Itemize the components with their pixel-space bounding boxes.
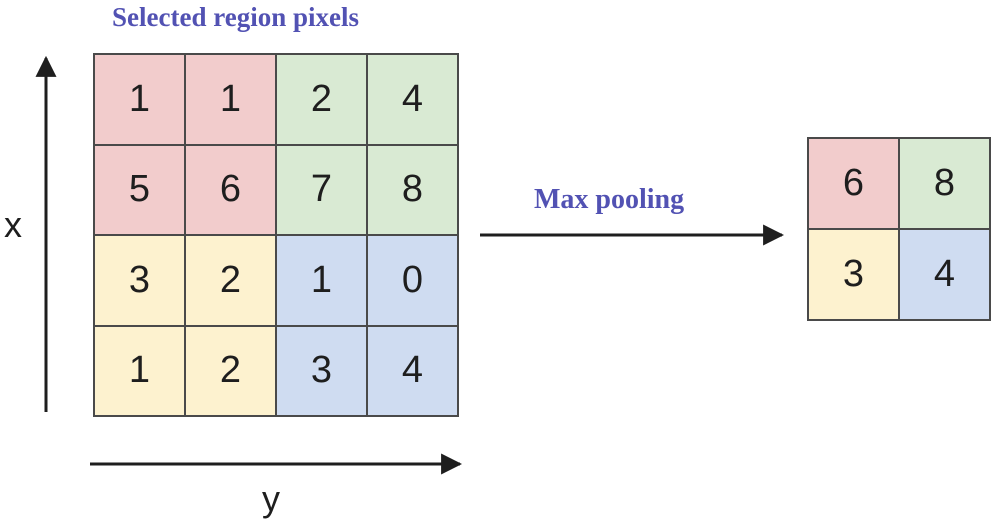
input-cell-r3-c1: 3	[94, 235, 185, 326]
input-cell-r4-c2: 2	[185, 325, 276, 416]
input-cell-r2-c1: 5	[94, 144, 185, 235]
max-pooling-label: Max pooling	[534, 184, 685, 215]
input-cell-r3-c4: 0	[367, 235, 458, 326]
input-cell-r3-c3: 1	[276, 235, 367, 326]
input-cell-r4-c1: 1	[94, 325, 185, 416]
diagram-title: Selected region pixels	[112, 2, 359, 32]
input-pixel-grid: 1 1 2 4 5 6 7 8 3 2 1 0 1 2 3 4	[93, 53, 459, 417]
x-axis-label: x	[4, 204, 22, 245]
input-cell-r2-c4: 8	[367, 144, 458, 235]
input-cell-r4-c4: 4	[367, 325, 458, 416]
y-axis-label: y	[262, 478, 280, 519]
output-cell-r2-c2: 4	[899, 229, 990, 320]
input-cell-r1-c1: 1	[94, 54, 185, 145]
input-cell-r1-c4: 4	[367, 54, 458, 145]
input-cell-r4-c3: 3	[276, 325, 367, 416]
output-cell-r2-c1: 3	[808, 229, 899, 320]
output-cell-r1-c1: 6	[808, 138, 899, 229]
output-cell-r1-c2: 8	[899, 138, 990, 229]
input-cell-r3-c2: 2	[185, 235, 276, 326]
input-cell-r2-c2: 6	[185, 144, 276, 235]
input-cell-r2-c3: 7	[276, 144, 367, 235]
input-cell-r1-c2: 1	[185, 54, 276, 145]
input-cell-r1-c3: 2	[276, 54, 367, 145]
output-pooled-grid: 6 8 3 4	[807, 137, 991, 321]
